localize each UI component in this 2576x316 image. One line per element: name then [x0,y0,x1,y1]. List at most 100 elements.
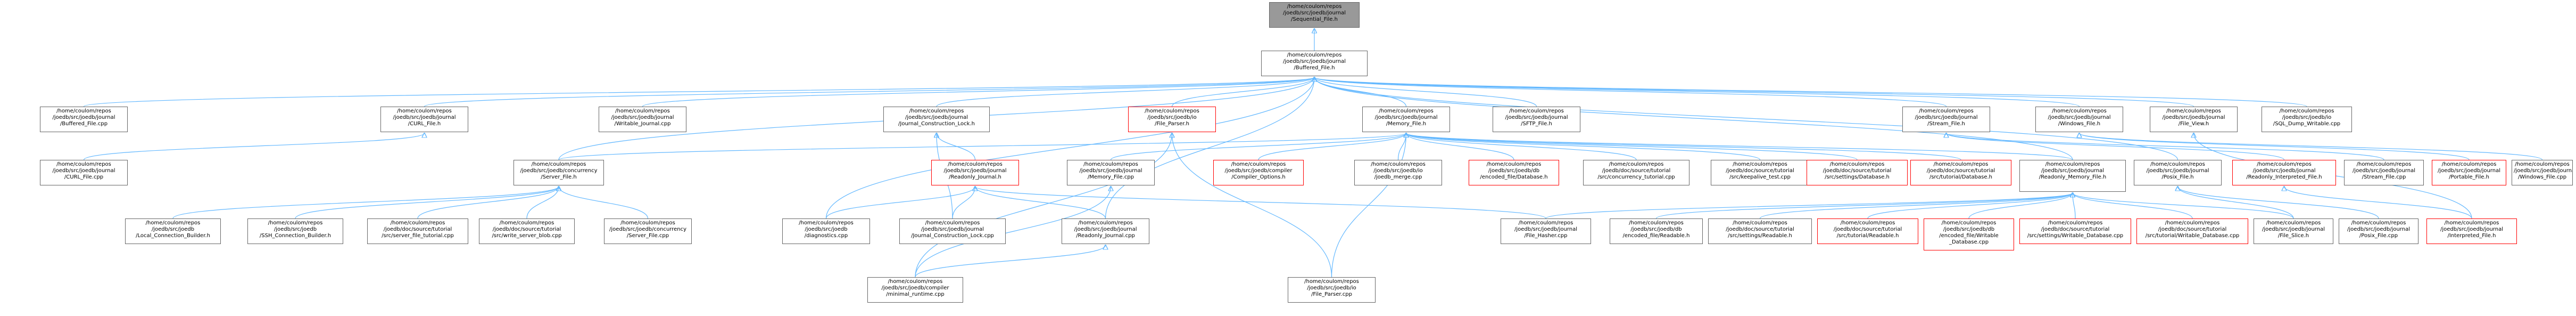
edge-file-parser-h-to-buffered [1171,77,1315,107]
graph-node-sequential[interactable]: /home/coulom/repos /joedb/src/joedb/jour… [1269,2,1360,28]
edge-concurrency-tutorial-to-memory-file-h [1406,133,1637,160]
edge-curl-h-to-buffered [424,77,1315,107]
edge-windows-h-to-buffered [1314,77,2080,107]
edge-readonly-memory-h-to-buffered [1314,77,2073,160]
edge-file-view-h-to-buffered [1314,77,2194,107]
graph-node-compiler-options[interactable]: /home/coulom/repos /joedb/src/joedb/comp… [1213,160,1304,185]
edge-settings-readable-to-readonly-memory-h [1759,193,2073,219]
edge-curl-cpp-to-curl-h [83,133,425,160]
edge-encoded-writable-db-to-readonly-memory-h [1968,193,2073,219]
graph-node-server-file-cpp[interactable]: /home/coulom/repos /joedb/src/joedb/conc… [604,218,692,244]
edge-sftp-h-to-buffered [1314,77,1537,107]
graph-node-file-parser-cpp[interactable]: /home/coulom/repos /joedb/src/joedb/io /… [1288,277,1376,303]
graph-node-settings-readable[interactable]: /home/coulom/repos /joedb/doc/source/tut… [1708,218,1812,244]
edge-file-parser-cpp-to-memory-file-h [1331,133,1406,278]
graph-node-write-server-blob[interactable]: /home/coulom/repos /joedb/doc/source/tut… [479,218,575,244]
graph-node-tutorial-db-h[interactable]: /home/coulom/repos /joedb/doc/source/tut… [1910,160,2011,185]
graph-node-tutorial-writable-db[interactable]: /home/coulom/repos /joedb/doc/source/tut… [2136,218,2248,244]
graph-node-settings-writable-db[interactable]: /home/coulom/repos /joedb/doc/source/tut… [2019,218,2131,244]
graph-node-server-file-h[interactable]: /home/coulom/repos /joedb/src/joedb/conc… [513,160,604,185]
edge-stream-cpp-to-stream-h [1947,133,2384,160]
graph-node-keepalive-test[interactable]: /home/coulom/repos /joedb/doc/source/tut… [1711,160,1809,185]
graph-node-file-hasher[interactable]: /home/coulom/repos /joedb/src/joedb/jour… [1501,218,1591,244]
edge-tutorial-writable-db-to-readonly-memory-h [2073,193,2193,219]
graph-node-portable-h[interactable]: /home/coulom/repos /joedb/src/joedb/jour… [2432,160,2506,185]
graph-node-file-parser-h[interactable]: /home/coulom/repos /joedb/src/joedb/io /… [1128,107,1216,132]
graph-node-readonly-journal-cpp[interactable]: /home/coulom/repos /joedb/src/joedb/jour… [1062,218,1149,244]
graph-node-construction-lock[interactable]: /home/coulom/repos /joedb/src/joedb/jour… [883,107,990,132]
edge-tutorial-readable-to-readonly-memory-h [1867,193,2073,219]
graph-node-concurrency-tutorial[interactable]: /home/coulom/repos /joedb/doc/source/tut… [1583,160,1689,185]
edge-stream-h-to-buffered [1314,77,1947,107]
graph-node-encoded-writable-db[interactable]: /home/coulom/repos /joedb/src/joedb/db /… [1924,218,2014,250]
edge-minimal-runtime-to-memory-file-cpp [915,187,1111,278]
graph-node-sftp-h[interactable]: /home/coulom/repos /joedb/src/joedb/jour… [1493,107,1580,132]
edge-encoded-readable-to-readonly-memory-h [1655,193,2073,219]
edge-readonly-journal-cpp-to-buffered [1105,77,1315,219]
edge-keepalive-test-to-memory-file-h [1406,133,1761,160]
graph-node-posix-cpp[interactable]: /home/coulom/repos /joedb/src/joedb/jour… [2339,218,2418,244]
edge-windows-cpp-to-windows-h [2080,133,2543,160]
graph-node-buffered-cpp[interactable]: /home/coulom/repos /joedb/src/joedb/jour… [40,107,128,132]
edge-encoded-db-h-to-memory-file-h [1406,133,1514,160]
edge-file-parser-cpp-to-file-parser-h [1172,133,1332,278]
graph-node-file-view-h[interactable]: /home/coulom/repos /joedb/src/joedb/jour… [2150,107,2238,132]
edge-file-slice-to-readonly-memory-h [2073,193,2294,219]
edge-ssh-conn-to-server-file-h [295,187,559,219]
graph-node-readonly-interpreted-h[interactable]: /home/coulom/repos /joedb/src/joedb/jour… [2232,160,2336,185]
graph-node-minimal-runtime[interactable]: /home/coulom/repos /joedb/src/joedb/comp… [867,277,963,303]
graph-node-encoded-readable[interactable]: /home/coulom/repos /joedb/src/joedb/db /… [1610,218,1703,244]
graph-node-windows-cpp[interactable]: /home/coulom/repos /joedb/src/joedb/jour… [2512,160,2573,185]
graph-node-interpreted-h[interactable]: /home/coulom/repos /joedb/src/joedb/jour… [2426,218,2517,244]
graph-node-diagnostics[interactable]: /home/coulom/repos /joedb/src/joedb /dia… [782,218,870,244]
graph-node-curl-h[interactable]: /home/coulom/repos /joedb/src/joedb/jour… [380,107,468,132]
graph-node-local-conn[interactable]: /home/coulom/repos /joedb/src/joedb /Loc… [125,218,221,244]
graph-node-tutorial-readable[interactable]: /home/coulom/repos /joedb/doc/source/tut… [1817,218,1918,244]
edge-minimal-runtime-to-file-parser-h [915,133,1172,278]
edge-interpreted-h-to-readonly-interpreted-h [2284,187,2472,219]
edge-readonly-journal-cpp-to-readonly-journal-h [975,187,1106,219]
edge-memory-file-cpp-to-memory-file-h [1110,133,1406,160]
graph-node-readonly-memory-h[interactable]: /home/coulom/repos /joedb/src/joedb/jour… [2019,160,2126,192]
graph-node-posix-h[interactable]: /home/coulom/repos /joedb/src/joedb/jour… [2134,160,2222,185]
edge-compiler-options-to-memory-file-h [1258,133,1406,160]
graph-node-stream-cpp[interactable]: /home/coulom/repos /joedb/src/joedb/jour… [2344,160,2424,185]
edge-file-hasher-to-readonly-memory-h [1545,193,2073,219]
edge-posix-h-to-buffered [1314,77,2179,160]
graph-node-readonly-journal-h[interactable]: /home/coulom/repos /joedb/src/joedb/jour… [931,160,1019,185]
edge-posix-cpp-to-posix-h [2178,187,2379,219]
edge-portable-h-to-windows-h [2080,133,2470,160]
graph-node-settings-db-h[interactable]: /home/coulom/repos /joedb/doc/source/tut… [1807,160,1908,185]
edge-readonly-memory-h-to-memory-file-h [1406,133,2073,160]
graph-node-stream-h[interactable]: /home/coulom/repos /joedb/src/joedb/jour… [1902,107,1990,132]
edge-minimal-runtime-to-readonly-journal-cpp [915,245,1106,278]
edge-server-file-h-to-memory-file-h [558,133,1406,160]
edge-settings-db-h-to-memory-file-h [1406,133,1858,160]
edge-diagnostics-to-readonly-journal-h [825,187,975,219]
graph-node-encoded-db-h[interactable]: /home/coulom/repos /joedb/src/joedb/db /… [1469,160,1559,185]
graph-node-sql-dump[interactable]: /home/coulom/repos /joedb/src/joedb/io /… [2262,107,2352,132]
edge-settings-writable-db-to-readonly-memory-h [2073,193,2076,219]
graph-node-writable-cpp[interactable]: /home/coulom/repos /joedb/src/joedb/jour… [599,107,686,132]
edge-local-conn-to-server-file-h [172,187,559,219]
graph-node-memory-file-cpp[interactable]: /home/coulom/repos /joedb/src/joedb/jour… [1067,160,1155,185]
edge-sql-dump-to-buffered [1314,77,2307,107]
edge-server-file-tutorial-to-server-file-h [417,187,559,219]
graph-node-curl-cpp[interactable]: /home/coulom/repos /joedb/src/joedb/jour… [40,160,128,185]
edge-file-slice-to-posix-h [2178,187,2294,219]
edge-construction-lock-cpp-to-readonly-journal-h [952,187,975,219]
graph-node-server-file-tutorial[interactable]: /home/coulom/repos /joedb/doc/source/tut… [367,218,468,244]
graph-node-construction-lock-cpp[interactable]: /home/coulom/repos /joedb/src/joedb/jour… [899,218,1006,244]
graph-node-windows-h[interactable]: /home/coulom/repos /joedb/src/joedb/jour… [2035,107,2123,132]
graph-node-joedb-merge[interactable]: /home/coulom/repos /joedb/src/joedb/io /… [1354,160,1442,185]
graph-node-file-slice[interactable]: /home/coulom/repos /joedb/src/joedb/jour… [2254,218,2333,244]
edge-tutorial-db-h-to-memory-file-h [1406,133,1961,160]
edge-construction-lock-to-buffered [936,77,1314,107]
edge-server-file-cpp-to-server-file-h [559,187,649,219]
graph-node-memory-file-h[interactable]: /home/coulom/repos /joedb/src/joedb/jour… [1362,107,1450,132]
graph-node-ssh-conn[interactable]: /home/coulom/repos /joedb/src/joedb /SSH… [247,218,343,244]
edge-diagnostics-to-buffered [825,77,1315,219]
graph-node-buffered[interactable]: /home/coulom/repos /joedb/src/joedb/jour… [1261,51,1368,76]
